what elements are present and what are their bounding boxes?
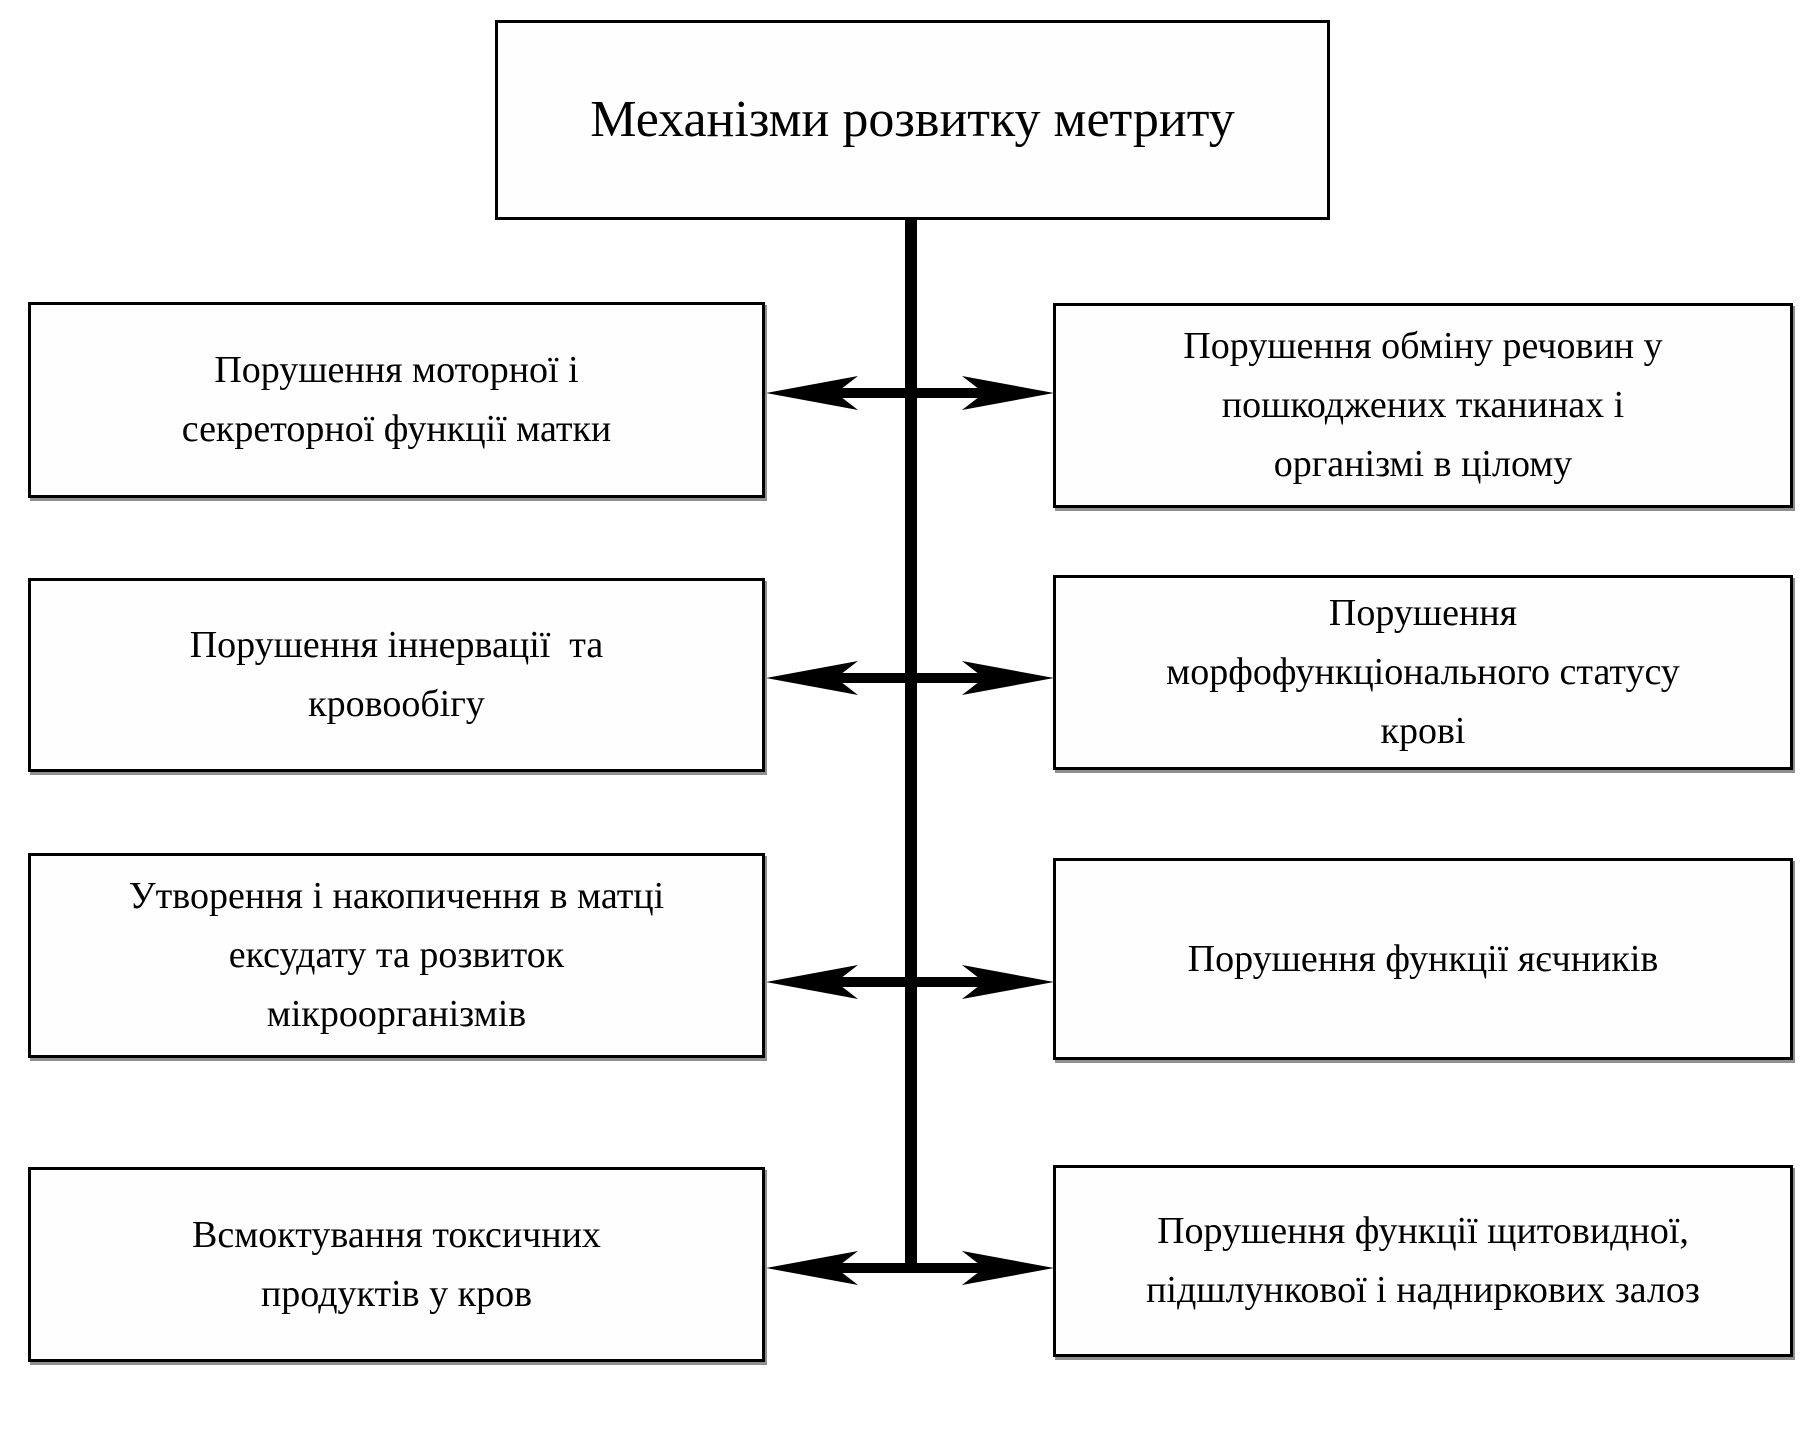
box-label: Порушення обміну речовин у пошкоджених т… — [1183, 325, 1663, 485]
box-glands-dysfunction: Порушення функції щитовидної, підшлунков… — [1053, 1165, 1793, 1357]
diagram-title: Механізми розвитку метриту — [590, 90, 1235, 148]
box-motor-secretory-dysfunction: Порушення моторної і секреторної функції… — [28, 302, 765, 498]
box-blood-morphofunctional-status: Порушення морфофункціонального статусу к… — [1053, 575, 1793, 770]
box-label: Порушення моторної і секреторної функції… — [181, 349, 612, 450]
box-innervation-circulation-disorder: Порушення іннервації та кровообігу — [28, 578, 765, 772]
double-arrow-row-2 — [766, 661, 1054, 695]
box-label: Порушення морфофункціонального статусу к… — [1166, 592, 1680, 752]
box-label: Порушення іннервації та кровообігу — [189, 624, 604, 725]
double-arrow-row-4 — [766, 1251, 1054, 1285]
double-arrow-row-1 — [766, 376, 1054, 410]
box-label: Порушення функції яєчників — [1187, 937, 1659, 980]
box-ovarian-dysfunction: Порушення функції яєчників — [1053, 858, 1793, 1060]
box-toxic-products-absorption: Всмоктування токсичних продуктів у кров — [28, 1167, 765, 1362]
box-exudate-accumulation-microorganisms: Утворення і накопичення в матці ексудату… — [28, 853, 765, 1058]
box-label: Порушення функції щитовидної, підшлунков… — [1146, 1210, 1700, 1311]
double-arrow-row-3 — [766, 965, 1054, 999]
trunk-line — [905, 218, 917, 1273]
box-metabolism-disorder: Порушення обміну речовин у пошкоджених т… — [1053, 303, 1793, 508]
box-label: Всмоктування токсичних продуктів у кров — [192, 1213, 601, 1315]
title-box: Механізми розвитку метриту — [495, 20, 1330, 220]
box-label: Утворення і накопичення в матці ексудату… — [128, 875, 665, 1035]
